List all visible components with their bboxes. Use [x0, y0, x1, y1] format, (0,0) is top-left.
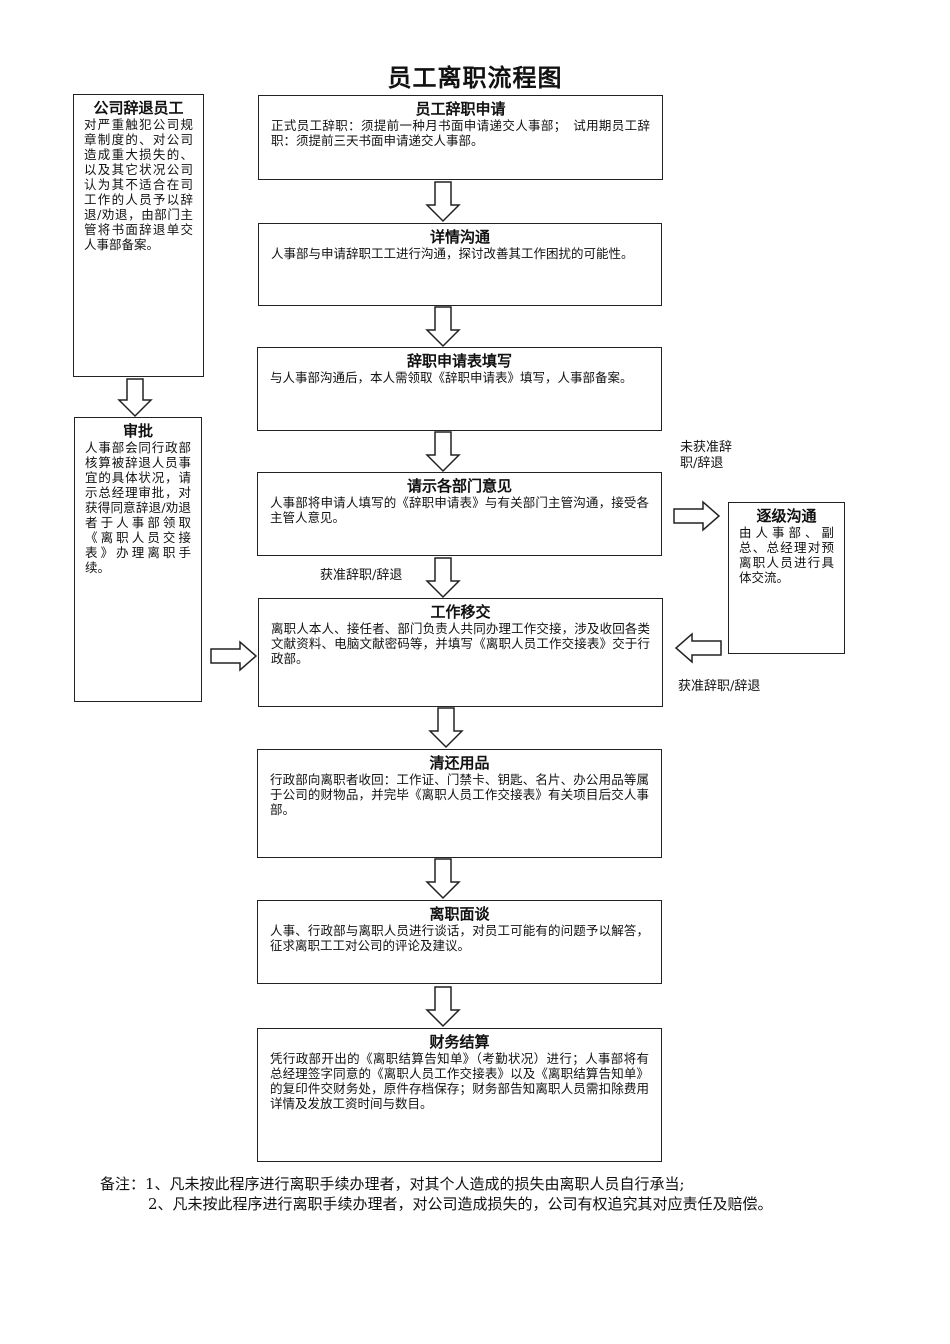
- step-title: 详情沟通: [429, 228, 490, 246]
- step-title: 工作移交: [430, 603, 491, 621]
- down-arrow-icon: [428, 707, 464, 749]
- label-not-approved: 未获准辞职/辞退: [680, 440, 733, 471]
- escalation-box: 逐级沟通 由人事部、副总、总经理对预离职人员进行具体交流。: [728, 502, 845, 654]
- step-title: 请示各部门意见: [406, 477, 512, 495]
- step-title: 离职面谈: [429, 905, 490, 923]
- down-arrow-icon: [425, 858, 461, 900]
- down-arrow-icon: [425, 306, 461, 348]
- step-financial-settlement: 财务结算 凭行政部开出的《离职结算告知单》（考勤状况）进行；人事部将有总经理签字…: [257, 1028, 662, 1162]
- approval-box: 审批 人事部会同行政部核算被辞退人员事宜的具体状况，请示总经理审批，对获得同意辞…: [74, 417, 202, 702]
- footnote-1: 备注：1、凡未按此程序进行离职手续办理者，对其个人造成的损失由离职人员自行承当;: [100, 1175, 685, 1193]
- down-arrow-icon: [117, 378, 153, 418]
- dismiss-employee-title: 公司辞退员工: [93, 99, 184, 117]
- left-arrow-icon: [674, 632, 722, 664]
- step-text: 正式员工辞职：须提前一种月书面申请递交人事部； 试用期员工辞职：须提前三天书面申…: [271, 118, 650, 148]
- approval-text: 人事部会同行政部核算被辞退人员事宜的具体状况，请示总经理审批，对获得同意辞退/劝…: [85, 440, 191, 575]
- step-text: 人事部将申请人填写的《辞职申请表》与有关部门主管沟通，接受各主管人意见。: [270, 495, 649, 525]
- step-detailed-communication: 详情沟通 人事部与申请辞职工工进行沟通，探讨改善其工作困扰的可能性。: [258, 223, 662, 306]
- label-approved-right: 获准辞职/辞退: [678, 679, 761, 694]
- step-text: 离职人本人、接任者、部门负责人共同办理工作交接，涉及收回各类文献资料、电脑文献密…: [271, 621, 650, 666]
- step-text: 人事部与申请辞职工工进行沟通，探讨改善其工作困扰的可能性。: [271, 246, 634, 261]
- label-approved-mid: 获准辞职/辞退: [320, 568, 403, 583]
- down-arrow-icon: [425, 181, 461, 223]
- step-fill-application-form: 辞职申请表填写 与人事部沟通后，本人需领取《辞职申请表》填写，人事部备案。: [257, 347, 662, 431]
- approval-title: 审批: [122, 422, 153, 440]
- down-arrow-icon: [425, 986, 461, 1028]
- step-title: 员工辞职申请: [415, 100, 506, 118]
- escalation-title: 逐级沟通: [756, 507, 817, 525]
- step-return-items: 清还用品 行政部向离职者收回：工作证、门禁卡、钥匙、名片、办公用品等属于公司的财…: [257, 749, 662, 858]
- step-text: 人事、行政部与离职人员进行谈话，对员工可能有的问题予以解答，征求离职工工对公司的…: [270, 923, 649, 953]
- step-title: 清还用品: [429, 754, 490, 772]
- dismiss-employee-text: 对严重触犯公司规章制度的、对公司造成重大损失的、以及其它状况公司认为其不适合在司…: [84, 117, 193, 252]
- step-title: 财务结算: [429, 1033, 490, 1051]
- step-title: 辞职申请表填写: [406, 352, 512, 370]
- right-arrow-icon: [673, 500, 721, 532]
- footnotes: 备注：1、凡未按此程序进行离职手续办理者，对其个人造成的损失由离职人员自行承当;…: [100, 1174, 840, 1214]
- escalation-text: 由人事部、副总、总经理对预离职人员进行具体交流。: [739, 525, 834, 585]
- down-arrow-icon: [425, 557, 461, 599]
- down-arrow-icon: [425, 431, 461, 473]
- step-text: 与人事部沟通后，本人需领取《辞职申请表》填写，人事部备案。: [270, 370, 633, 385]
- step-text: 凭行政部开出的《离职结算告知单》（考勤状况）进行；人事部将有总经理签字同意的《离…: [270, 1051, 649, 1111]
- step-text: 行政部向离职者收回：工作证、门禁卡、钥匙、名片、办公用品等属于公司的财物品，并完…: [270, 772, 649, 817]
- footnote-2: 2、凡未按此程序进行离职手续办理者，对公司造成损失的，公司有权追究其对应责任及赔…: [148, 1195, 773, 1213]
- dismiss-employee-box: 公司辞退员工 对严重触犯公司规章制度的、对公司造成重大损失的、以及其它状况公司认…: [73, 94, 204, 377]
- step-resignation-application: 员工辞职申请 正式员工辞职：须提前一种月书面申请递交人事部； 试用期员工辞职：须…: [258, 95, 663, 180]
- step-department-opinions: 请示各部门意见 人事部将申请人填写的《辞职申请表》与有关部门主管沟通，接受各主管…: [257, 472, 662, 556]
- step-exit-interview: 离职面谈 人事、行政部与离职人员进行谈话，对员工可能有的问题予以解答，征求离职工…: [257, 900, 662, 984]
- right-arrow-icon: [210, 640, 258, 672]
- page-title: 员工离职流程图: [387, 64, 563, 92]
- step-work-handover: 工作移交 离职人本人、接任者、部门负责人共同办理工作交接，涉及收回各类文献资料、…: [258, 598, 663, 707]
